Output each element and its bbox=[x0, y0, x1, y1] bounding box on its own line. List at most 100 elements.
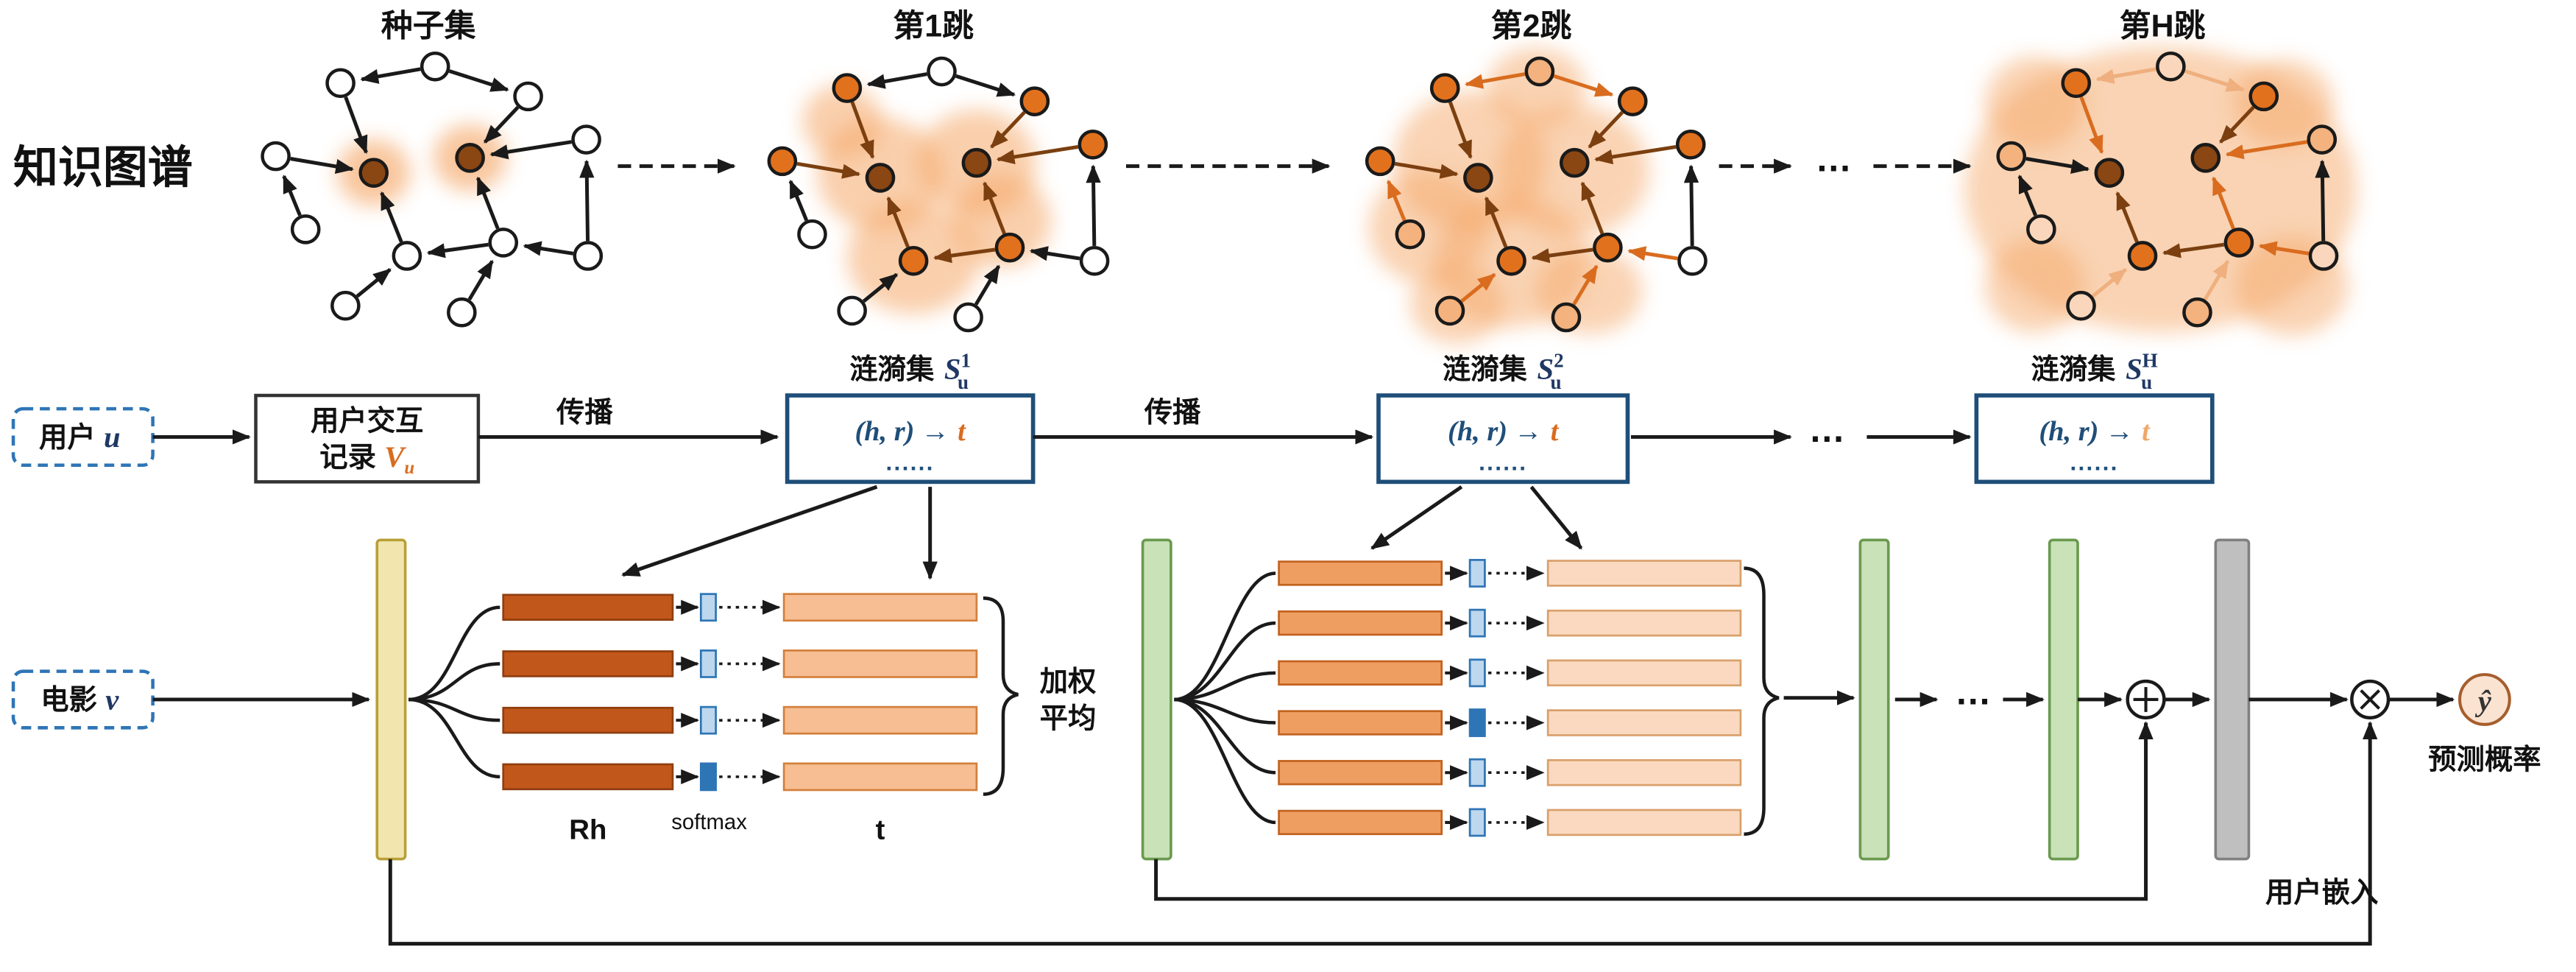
tail-entity-bar bbox=[782, 649, 978, 678]
tail-entity-bar bbox=[782, 705, 978, 735]
ripple2-to-t-arrow bbox=[1529, 485, 1583, 550]
softmax-weight-cell bbox=[1468, 808, 1486, 837]
kg-edge bbox=[955, 74, 1016, 97]
kg-edge bbox=[983, 181, 1006, 235]
kg-edge bbox=[2095, 67, 2156, 84]
kg-edge bbox=[1627, 246, 1678, 261]
kg-edge bbox=[1484, 196, 1508, 248]
kg-edge bbox=[489, 140, 572, 160]
kg-node bbox=[898, 245, 929, 276]
softmax-label: softmax bbox=[671, 810, 747, 834]
kg-node bbox=[2307, 124, 2338, 155]
kg-node bbox=[1593, 232, 1623, 263]
softmax-weight-cell bbox=[699, 649, 717, 678]
kg-node bbox=[1463, 163, 1493, 193]
kg-graph-0 bbox=[261, 51, 604, 328]
kg-edge bbox=[2225, 140, 2308, 160]
kg-edge bbox=[1553, 74, 1614, 97]
kg-node bbox=[953, 302, 983, 333]
kg-edge bbox=[1464, 72, 1526, 89]
kg-edge bbox=[933, 247, 996, 264]
kg-node bbox=[961, 147, 992, 178]
ripple-set-2-triple: (h, r)→t bbox=[1448, 415, 1560, 447]
relation-head-bar bbox=[1278, 809, 1443, 836]
fan-line bbox=[408, 697, 500, 722]
kg-edge bbox=[2184, 69, 2245, 92]
kg-edge bbox=[1029, 246, 1080, 261]
kg-node bbox=[571, 124, 601, 155]
hop-region-blob bbox=[1486, 48, 1587, 128]
kg-edge bbox=[290, 157, 355, 175]
kg-edge bbox=[282, 175, 302, 216]
kg-node bbox=[2061, 68, 2092, 99]
kg-edge bbox=[355, 268, 392, 298]
hop1-output-feedback-line bbox=[1154, 721, 2154, 901]
hop-processing-layer bbox=[408, 559, 1742, 837]
kg-edge bbox=[2203, 259, 2230, 301]
tail-entity-bar bbox=[1546, 609, 1742, 637]
tail-entity-bar bbox=[1546, 560, 1742, 587]
fan-line bbox=[408, 697, 500, 779]
kg-edge bbox=[862, 272, 899, 303]
times-d2 bbox=[2360, 689, 2381, 710]
relation-head-bar bbox=[502, 706, 674, 734]
hop-ellipsis: … bbox=[1815, 138, 1852, 179]
kg-edge bbox=[1460, 272, 1496, 303]
hop-bar-group-1 bbox=[408, 593, 978, 792]
kg-edge bbox=[426, 242, 489, 258]
kg-edge bbox=[2219, 105, 2255, 144]
tail-entity-bar bbox=[1546, 659, 1742, 687]
kg-edge bbox=[1387, 179, 1406, 222]
propagate-label-1: 传播 bbox=[556, 397, 613, 429]
kg-edge bbox=[2091, 268, 2127, 298]
softmax-weight-cell bbox=[699, 705, 717, 735]
kg-node bbox=[837, 295, 867, 326]
kg-node bbox=[2026, 214, 2056, 244]
kg-node bbox=[1996, 141, 2027, 172]
kg-edge bbox=[2079, 96, 2104, 155]
kg-graph-3 bbox=[1964, 46, 2357, 336]
fan-line bbox=[1174, 697, 1276, 825]
relation-head-bar bbox=[1278, 560, 1443, 586]
kg-node bbox=[455, 143, 485, 173]
kg-node bbox=[1078, 130, 1108, 160]
hop-region-blob bbox=[952, 174, 1052, 268]
ripple-set-1-triple: (h, r)→t bbox=[854, 415, 966, 447]
kg-edge bbox=[1448, 101, 1473, 160]
softmax-weight-cell bbox=[1468, 758, 1486, 787]
kg-node bbox=[1019, 86, 1050, 116]
kg-edge bbox=[2212, 176, 2235, 230]
kg-node bbox=[767, 146, 798, 177]
t-label: t bbox=[876, 814, 885, 845]
kg-edge bbox=[579, 159, 595, 242]
hop-region-blob bbox=[1368, 171, 1488, 284]
prediction-circle bbox=[2458, 673, 2511, 726]
ripple-set-H-triple: (h, r)→t bbox=[2039, 415, 2151, 447]
ripple1-to-rh-arrow bbox=[621, 485, 878, 577]
kg-node bbox=[2127, 241, 2158, 271]
kg-node bbox=[392, 241, 422, 271]
kg-node bbox=[2223, 228, 2254, 258]
kg-edge bbox=[360, 67, 421, 84]
kg-edge bbox=[1580, 181, 1604, 235]
kg-edge bbox=[2017, 175, 2037, 216]
relation-head-bar bbox=[1278, 610, 1443, 636]
kg-node bbox=[447, 297, 477, 328]
kg-node bbox=[1524, 56, 1555, 87]
hops-ellipsis: … bbox=[1955, 672, 1992, 713]
kg-node bbox=[832, 73, 863, 103]
kg-edge bbox=[483, 105, 520, 144]
ripple-set-2-box bbox=[1376, 393, 1630, 485]
kg-edge bbox=[796, 161, 861, 179]
kg-node bbox=[358, 158, 389, 188]
softmax-weight-cell bbox=[1468, 559, 1486, 588]
graph-title-seed: 种子集 bbox=[381, 9, 476, 44]
tail-entity-bar bbox=[1546, 809, 1742, 837]
kg-edge bbox=[866, 72, 927, 89]
kg-node bbox=[1365, 146, 1395, 177]
green-bar-2 bbox=[1858, 538, 1890, 861]
fan-line bbox=[1174, 621, 1276, 702]
user-embedding-label: 用户嵌入 bbox=[2265, 877, 2378, 909]
